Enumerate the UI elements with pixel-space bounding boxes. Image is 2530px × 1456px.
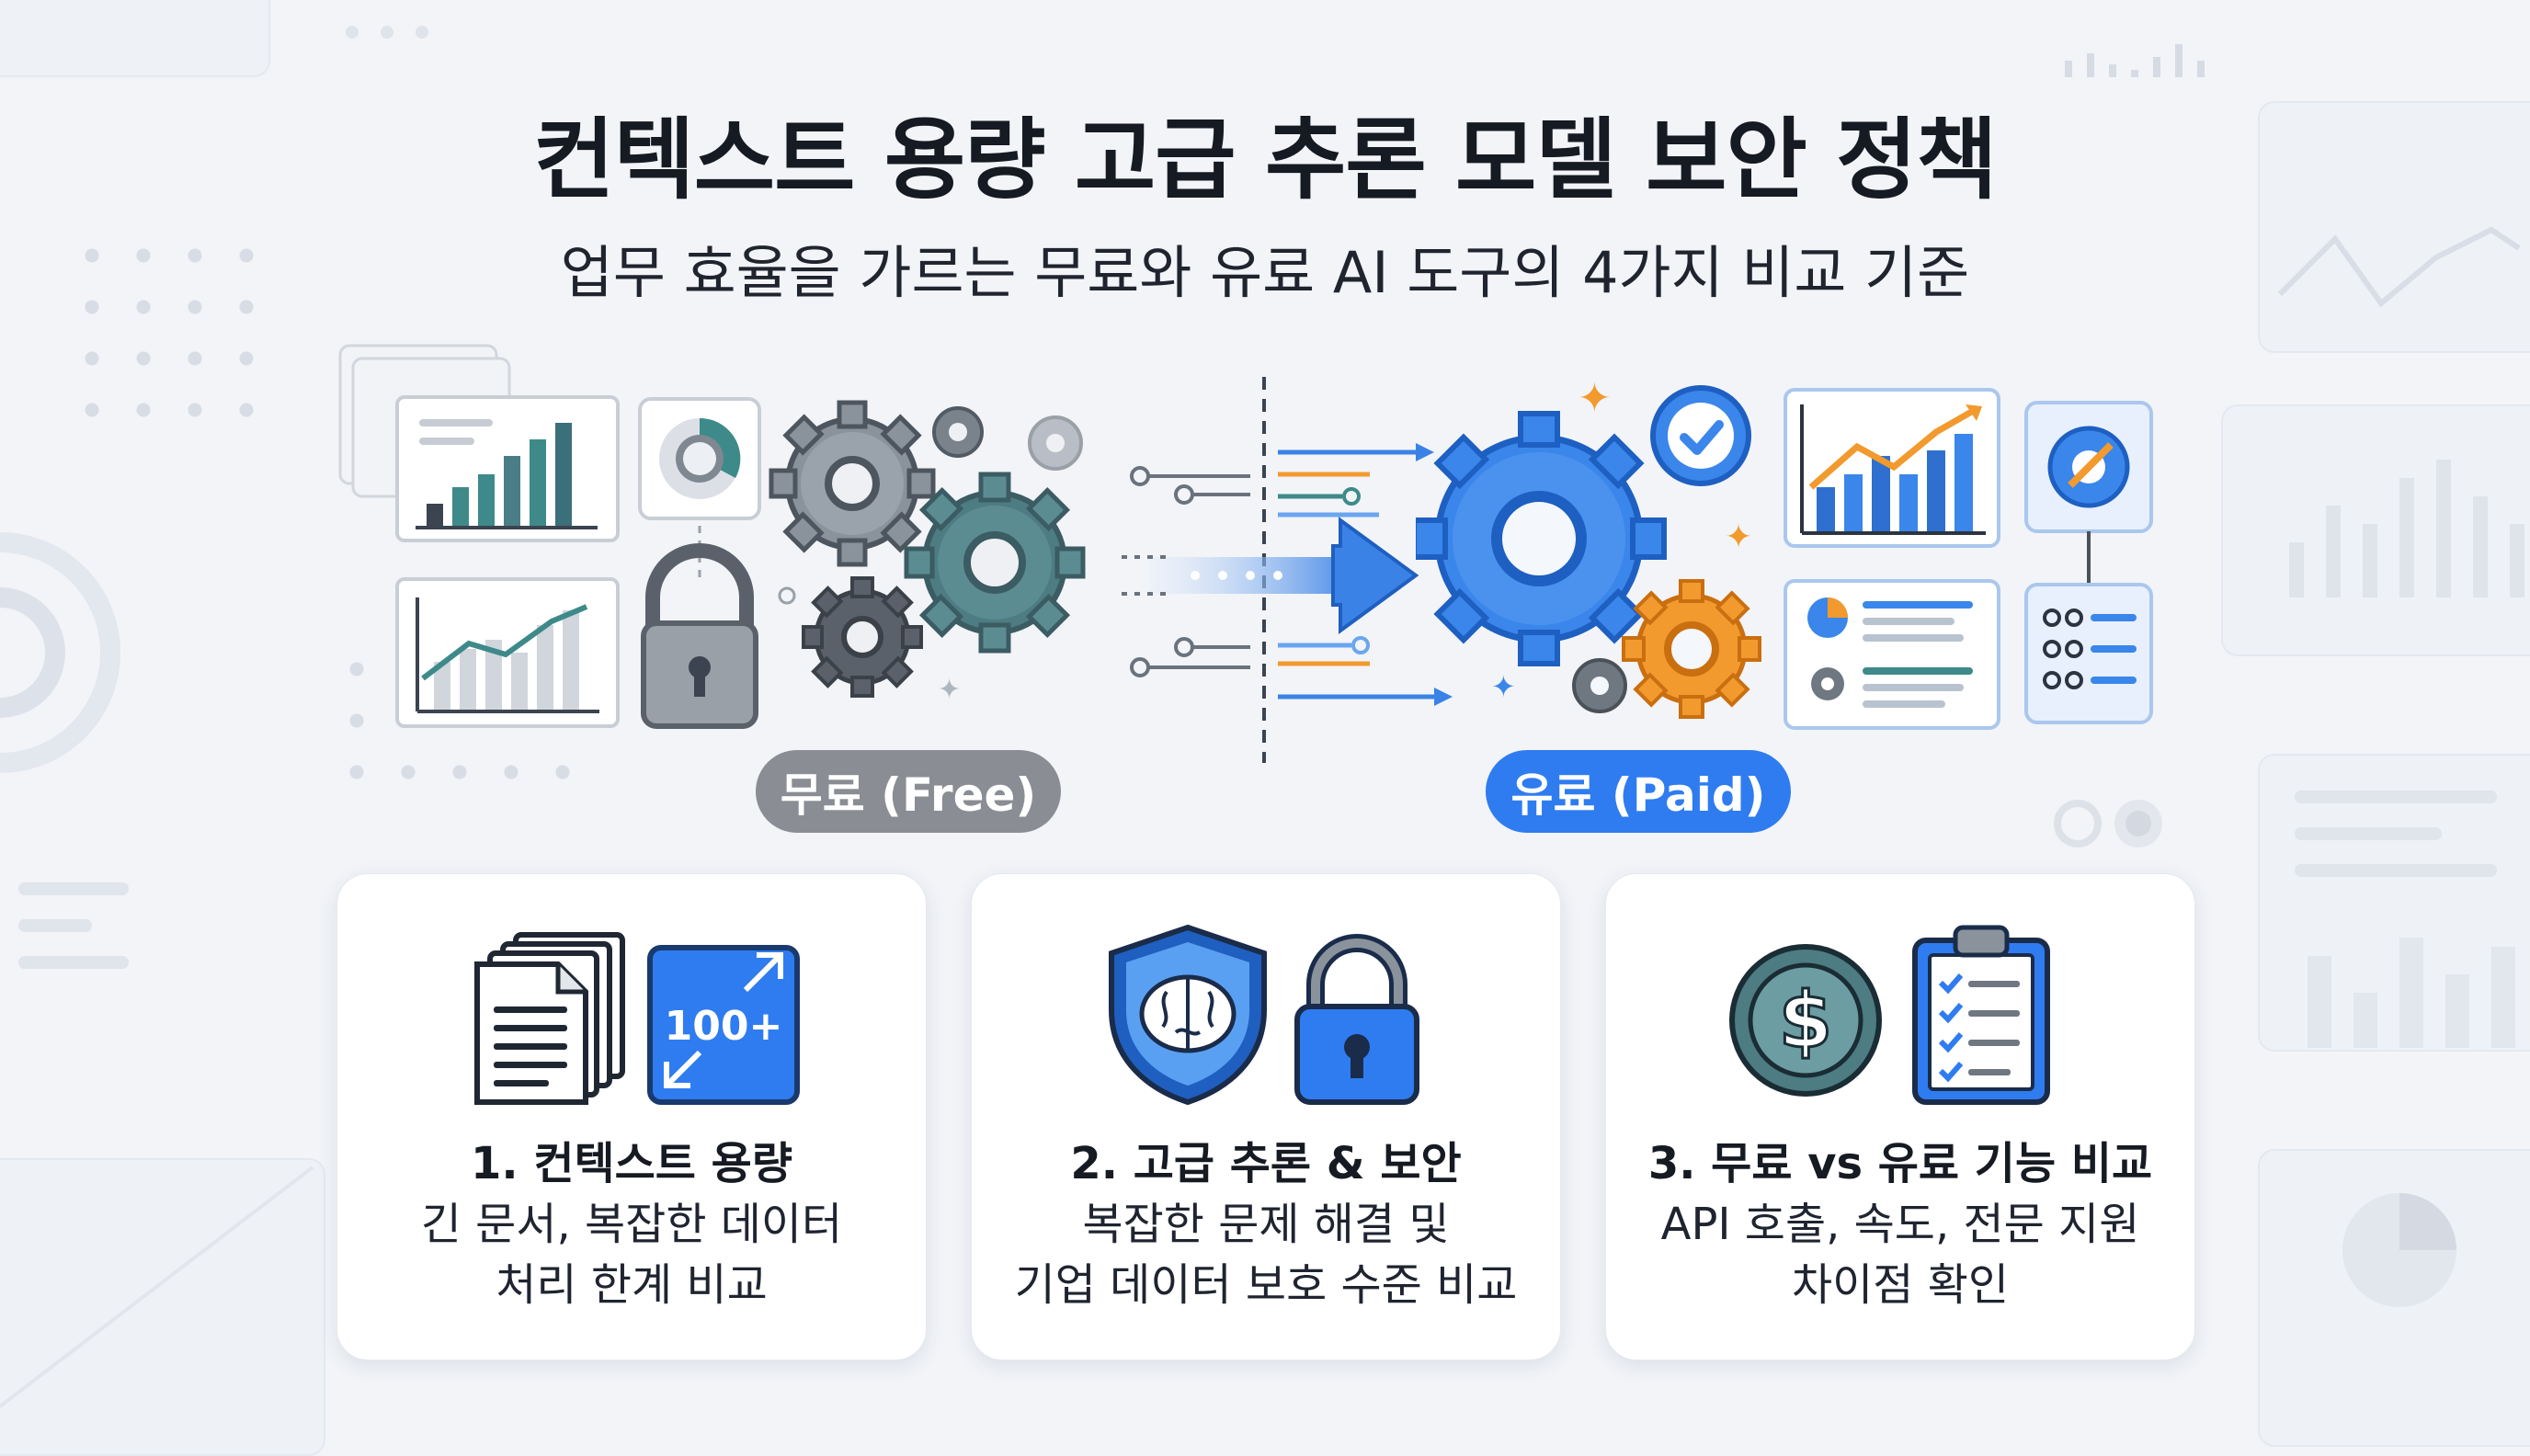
gear-icon	[1622, 579, 1761, 719]
free-label: 무료 (Free)	[756, 750, 1061, 833]
sparkle-icon: ✦ ✦ ✦	[1491, 375, 1752, 704]
card-icons	[972, 922, 1560, 1106]
bg-bars-right-low-icon	[2308, 938, 2515, 1048]
list-icon	[2024, 583, 2153, 724]
paid-side-illustration: ✦ ✦ ✦	[1416, 375, 2153, 730]
connector-lines	[1130, 443, 1453, 706]
padlock-icon	[641, 543, 758, 729]
card-title: 2. 고급 추론 & 보안	[1070, 1138, 1462, 1189]
svg-text:✦: ✦	[938, 674, 961, 706]
card-icons: 100+	[337, 922, 926, 1106]
bg-panel-left-bottom	[0, 1158, 325, 1456]
svg-text:✦: ✦	[1491, 669, 1516, 704]
bg-lines-right	[2295, 791, 2497, 901]
capacity-badge-text: 100+	[665, 1003, 783, 1050]
bg-mini-bars-icon	[2065, 44, 2205, 77]
gear-badge-icon	[2024, 401, 2153, 585]
page-subtitle: 업무 효율을 가르는 무료와 유료 AI 도구의 4가지 비교 기준	[560, 239, 1970, 306]
arrow-right-icon	[1122, 517, 1419, 634]
bg-ring-left-icon	[0, 532, 120, 773]
line-chart-icon	[395, 577, 620, 728]
card-desc-line: 긴 문서, 복잡한 데이터	[420, 1199, 843, 1250]
dollar-symbol: $	[1779, 975, 1832, 1065]
svg-text:✦: ✦	[1578, 375, 1612, 422]
pie-chart-icon	[638, 397, 761, 579]
bg-bars-right-icon	[2289, 460, 2524, 597]
card-context-capacity: 100+ 1. 컨텍스트 용량 긴 문서, 복잡한 데이터 처리 한계 비교	[336, 873, 927, 1360]
card-title: 3. 무료 vs 유료 기능 비교	[1647, 1138, 2153, 1189]
card-description: API 호출, 속도, 전문 지원 차이점 확인	[1606, 1194, 2194, 1315]
bg-line-chart-icon	[2277, 226, 2521, 308]
bg-pie-icon	[2342, 1193, 2456, 1307]
card-desc-line: API 호출, 속도, 전문 지원	[1660, 1199, 2140, 1250]
padlock-icon	[1294, 934, 1419, 1105]
flow-illustration	[1122, 377, 1453, 763]
growth-chart-icon	[1784, 388, 2000, 548]
gear-icon	[1572, 658, 1627, 713]
card-icons: $	[1606, 922, 2194, 1106]
dot-grid-left	[66, 230, 278, 441]
paid-label: 유료 (Paid)	[1486, 750, 1791, 833]
card-desc-line: 복잡한 문제 해결 및	[1082, 1199, 1450, 1250]
page-title: 컨텍스트 용량 고급 추론 모델 보안 정책	[533, 108, 1998, 211]
bg-circle-dots-icon	[2054, 800, 2162, 847]
card-desc-line: 기업 데이터 보호 수준 비교	[1014, 1259, 1518, 1311]
card-title: 1. 컨텍스트 용량	[470, 1138, 792, 1189]
report-icon	[1784, 579, 2000, 730]
bar-chart-icon	[338, 344, 620, 542]
svg-text:✦: ✦	[1725, 518, 1752, 556]
card-free-vs-paid: $ 3. 무료 vs 유료 기능 비교 API 호출, 속도, 전문 지원 차이…	[1605, 873, 2195, 1360]
free-side-illustration: ✦	[338, 344, 1086, 729]
dollar-coin-icon: $	[1729, 944, 1882, 1097]
gear-icon	[1416, 411, 1667, 666]
card-desc-line: 차이점 확인	[1791, 1259, 2010, 1311]
bg-panel-right-low	[2258, 754, 2530, 1052]
documents-icon	[474, 932, 625, 1105]
bg-corner-lines-icon	[0, 1166, 314, 1408]
card-description: 복잡한 문제 해결 및 기업 데이터 보호 수준 비교	[972, 1194, 1560, 1315]
shield-brain-icon	[1109, 924, 1267, 1106]
gear-icon: ✦	[769, 400, 1086, 706]
card-desc-line: 처리 한계 비교	[496, 1259, 768, 1311]
card-description: 긴 문서, 복잡한 데이터 처리 한계 비교	[337, 1194, 926, 1315]
card-reasoning-security: 2. 고급 추론 & 보안 복잡한 문제 해결 및 기업 데이터 보호 수준 비…	[971, 873, 1561, 1360]
bg-lines-left	[18, 882, 129, 993]
bg-panel-top-left	[0, 0, 270, 77]
checkmark-badge-icon	[1650, 385, 1751, 486]
clipboard-checklist-icon	[1912, 925, 2050, 1105]
bg-panel-right-top	[2258, 101, 2530, 353]
expand-icon: 100+	[647, 945, 800, 1105]
